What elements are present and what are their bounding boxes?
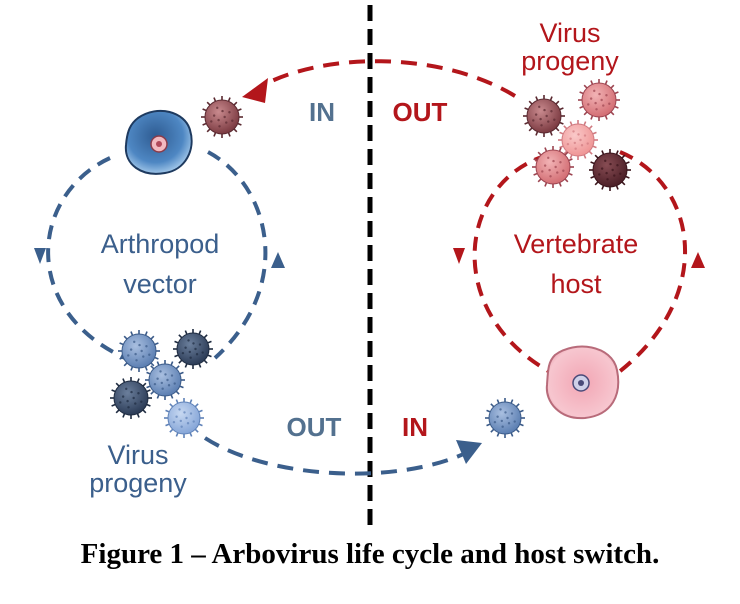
virus-particle-vector-progeny xyxy=(118,330,160,372)
host-to-vector-arrowhead xyxy=(242,78,268,103)
vector-cycle-arrowhead-down xyxy=(34,248,46,264)
left-in-label: IN xyxy=(309,97,335,127)
vector-cycle-arrowhead-up xyxy=(271,252,285,268)
virus-particle-host-progeny xyxy=(523,95,565,137)
vector-to-host-arrowhead xyxy=(456,440,482,464)
vector-name-line1: Arthropod xyxy=(101,229,220,259)
virus-particle-entering-host xyxy=(485,398,525,438)
right-progeny-line1: Virus xyxy=(539,18,600,48)
virus-particle-vector-progeny xyxy=(164,398,204,438)
vector-to-host-arrow xyxy=(203,436,469,476)
figure-caption: Figure 1 – Arbovirus life cycle and host… xyxy=(80,538,660,570)
vector-cycle-arc-right xyxy=(207,150,268,360)
vertebrate-cell-icon xyxy=(545,345,620,420)
virus-particle-entering-vector xyxy=(201,96,243,138)
virus-particle-host-progeny xyxy=(578,79,620,121)
host-name-line1: Vertebrate xyxy=(514,229,639,259)
vector-name-line2: vector xyxy=(123,269,197,299)
left-progeny-line1: Virus xyxy=(107,440,168,470)
right-progeny-line2: progeny xyxy=(521,46,619,76)
bottom-out-label: OUT xyxy=(287,412,342,442)
virus-particle-vector-progeny xyxy=(145,360,185,400)
host-cycle-arc-right xyxy=(613,150,688,377)
arthropod-cell-icon xyxy=(124,109,193,175)
host-name-line2: host xyxy=(550,269,602,299)
host-to-vector-arrow xyxy=(256,59,517,98)
virus-particle-host-progeny xyxy=(532,146,574,188)
virus-particle-vector-progeny xyxy=(110,377,152,419)
bottom-in-label: IN xyxy=(402,412,428,442)
left-progeny-line2: progeny xyxy=(89,468,187,498)
host-cycle-arrowhead-up xyxy=(691,252,705,268)
host-cycle-arc-left xyxy=(472,153,551,374)
right-out-label: OUT xyxy=(393,97,448,127)
virus-particle-host-progeny xyxy=(589,149,631,191)
host-cycle-arrowhead-down xyxy=(453,248,465,264)
virus-particle-vector-progeny xyxy=(173,329,213,369)
virus-particle-host-progeny xyxy=(558,120,598,160)
vector-cycle-arc-left xyxy=(46,156,126,360)
virus-particles xyxy=(110,79,631,438)
